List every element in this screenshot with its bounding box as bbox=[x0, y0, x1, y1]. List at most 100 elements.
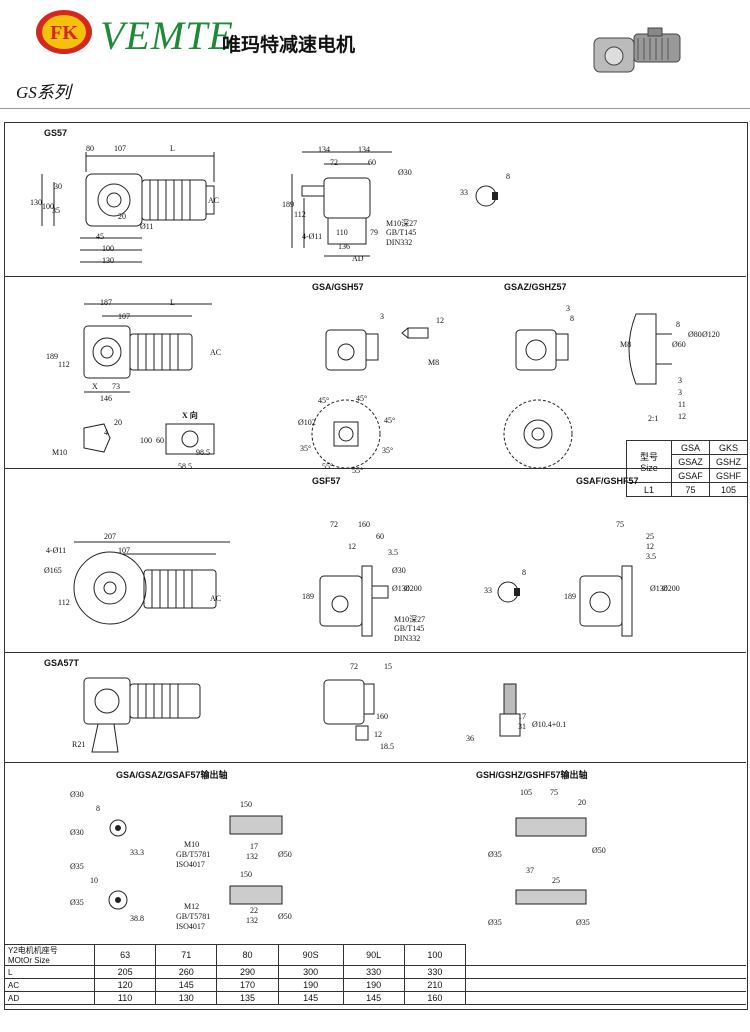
brand-chinese-name: 唯玛特减速电机 bbox=[222, 34, 356, 56]
dim-label: 12 bbox=[646, 542, 654, 551]
gsaz-flange-pattern bbox=[503, 399, 573, 469]
shaft-30-section bbox=[109, 819, 127, 837]
dim-label: Ø50 bbox=[278, 850, 292, 859]
dim-label: L bbox=[170, 144, 175, 153]
dim-label: 79 bbox=[370, 228, 378, 237]
dim-label: 72 bbox=[330, 158, 338, 167]
drawing-sheet bbox=[4, 122, 748, 1010]
gsa-front-view bbox=[83, 303, 212, 393]
dim-label: 8 bbox=[570, 314, 574, 323]
dim-label: 8 bbox=[506, 172, 510, 181]
gsf-front-view bbox=[73, 541, 230, 625]
dim-label: ISO4017 bbox=[176, 922, 205, 931]
dim-label: M10深27 bbox=[394, 615, 426, 624]
table-header-label: Y2电机机座号 MOtOr Size bbox=[4, 944, 95, 966]
gsa57t-side-view bbox=[323, 679, 375, 741]
shaft-35-section bbox=[108, 890, 128, 910]
dim-label: 189 bbox=[46, 352, 58, 361]
dim-label: Ø130 bbox=[392, 584, 410, 593]
dim-label: 100 bbox=[140, 436, 152, 445]
dim-label: ISO4017 bbox=[176, 860, 205, 869]
gsa-side-view bbox=[325, 329, 379, 371]
dim-label: Ø60 bbox=[672, 340, 686, 349]
dim-label: Ø35 bbox=[70, 898, 84, 907]
gs57-front-view bbox=[41, 152, 215, 263]
dim-label: 20 bbox=[114, 418, 122, 427]
dim-label: 55° bbox=[352, 466, 364, 475]
dim-label: 3 bbox=[566, 304, 570, 313]
dim-label: 72 bbox=[350, 662, 358, 671]
dim-label: 146 bbox=[100, 394, 112, 403]
dim-label: 130 bbox=[30, 198, 42, 207]
dim-label: Ø10.4+0.1 bbox=[532, 720, 567, 729]
dim-label: 107 bbox=[118, 312, 130, 321]
dim-label: 4-Ø11 bbox=[46, 546, 67, 555]
dim-label: 45 bbox=[96, 232, 104, 241]
gs57-side-view bbox=[291, 151, 392, 257]
dim-label: 60 bbox=[368, 158, 376, 167]
gsa-x-view bbox=[165, 423, 215, 455]
dim-label: 17 bbox=[518, 712, 526, 721]
dim-label: Ø11 bbox=[140, 222, 154, 231]
dim-label: 72 bbox=[330, 520, 338, 529]
dim-label: Ø35 bbox=[488, 850, 502, 859]
table-header-cell: 100 bbox=[403, 944, 467, 966]
dim-label: Ø35 bbox=[488, 918, 502, 927]
dim-label: 20 bbox=[118, 212, 126, 221]
table-row: AC 120 145 170 190 190 210 bbox=[4, 978, 746, 992]
dim-label: 11 bbox=[678, 400, 686, 409]
dim-label: 189 bbox=[302, 592, 314, 601]
dim-label: 112 bbox=[294, 210, 306, 219]
size-table-cell: GSAF bbox=[671, 468, 710, 483]
gsaz-flange-detail bbox=[628, 313, 672, 385]
gsa-flange-pattern bbox=[311, 399, 381, 469]
shaft-35-side bbox=[229, 885, 283, 905]
dim-label: 189 bbox=[564, 592, 576, 601]
size-table-cell: GSHF bbox=[709, 468, 748, 483]
dim-label: GB/T5781 bbox=[176, 850, 211, 859]
dim-label: Ø120 bbox=[702, 330, 720, 339]
gearmotor-product-image bbox=[593, 27, 681, 73]
gsa-pin-detail bbox=[401, 327, 429, 339]
dim-label: 107 bbox=[114, 144, 126, 153]
size-table: 型号 Size GSA GKS GSAZ GSHZ GSAF GSHF L1 7… bbox=[626, 440, 748, 497]
table-header-cell: 71 bbox=[155, 944, 218, 966]
dim-label: 35 bbox=[52, 206, 60, 215]
dim-label: L bbox=[170, 298, 175, 307]
dim-label: Ø130 bbox=[650, 584, 668, 593]
dim-label: GB/T145 bbox=[386, 228, 417, 237]
dim-label: Ø30 bbox=[70, 790, 84, 799]
dim-label: 134 bbox=[358, 145, 370, 154]
dim-label: 75 bbox=[616, 520, 624, 529]
dim-label: 130 bbox=[102, 256, 114, 265]
dim-label: AD bbox=[352, 254, 364, 263]
gsf-side-view bbox=[319, 565, 389, 637]
size-table-cell: GSA bbox=[671, 440, 710, 455]
dim-label: 160 bbox=[358, 520, 370, 529]
gs57-keyway-section bbox=[475, 185, 498, 207]
table-header-cell: 90L bbox=[342, 944, 405, 966]
dim-label: Ø165 bbox=[44, 566, 62, 575]
dim-label: AC bbox=[210, 594, 222, 603]
dim-label: 8 bbox=[96, 804, 100, 813]
dim-label: 134 bbox=[318, 145, 330, 154]
dim-label: 10 bbox=[90, 876, 98, 885]
dim-label: 36 bbox=[466, 734, 474, 743]
dim-label: 33 bbox=[484, 586, 492, 595]
dim-label: 3 bbox=[678, 388, 682, 397]
dim-label: 45° bbox=[384, 416, 396, 425]
dim-label: 33.3 bbox=[130, 848, 144, 857]
size-table-cell: GSHZ bbox=[709, 454, 748, 469]
dim-label: 112 bbox=[58, 598, 70, 607]
table-header-cell: 80 bbox=[216, 944, 279, 966]
section-divider bbox=[4, 276, 746, 277]
dim-label: GB/T5781 bbox=[176, 912, 211, 921]
section-title-gsa-output-shaft: GSA/GSAZ/GSAF57输出轴 bbox=[116, 770, 228, 780]
dim-label: 3.5 bbox=[388, 548, 398, 557]
size-table-cell: 75 bbox=[671, 482, 710, 497]
dim-label: 207 bbox=[104, 532, 116, 541]
dim-label: 132 bbox=[246, 852, 258, 861]
dim-label: 58.5 bbox=[178, 462, 192, 471]
dim-label: 132 bbox=[246, 916, 258, 925]
dim-label: 136 bbox=[338, 242, 350, 251]
